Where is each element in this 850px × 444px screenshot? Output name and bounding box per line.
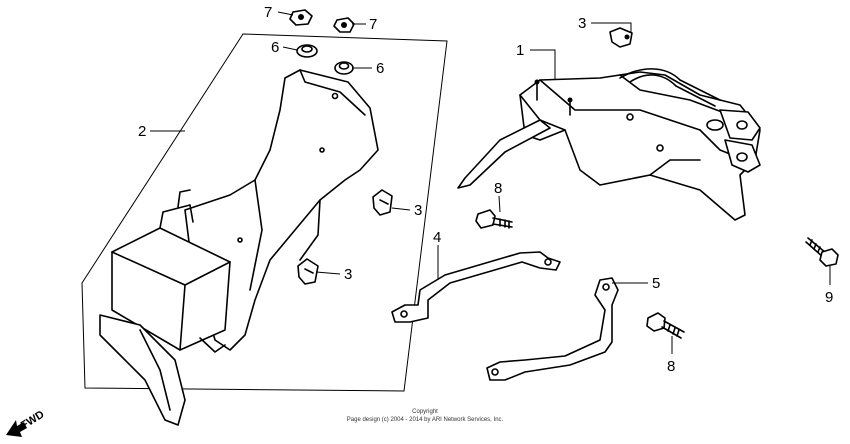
fwd-label: FWD [19, 408, 47, 431]
bolt-8-upper[interactable] [475, 209, 513, 229]
clip-3-top[interactable] [609, 27, 633, 48]
callout-6-left: 6 [271, 39, 279, 56]
fwd-indicator: FWD [6, 408, 46, 437]
copyright-line-1: Copyright [412, 409, 438, 415]
grommet-6-right[interactable] [334, 61, 354, 75]
callout-3-mid: 3 [414, 202, 422, 219]
callout-labels: 7 7 6 6 2 3 3 3 1 8 4 5 8 9 [138, 4, 833, 375]
callout-7-left: 7 [264, 4, 272, 21]
stay-bracket-4[interactable] [391, 251, 561, 323]
rear-fender-bracket[interactable] [457, 68, 761, 221]
nut-7-left[interactable] [289, 9, 313, 26]
callout-8-lower: 8 [667, 358, 675, 375]
callout-2: 2 [138, 123, 146, 140]
callout-7-right: 7 [369, 16, 377, 33]
fwd-arrow-icon [6, 420, 27, 437]
copyright-notice: Copyright Page design (c) 2004 - 2014 by… [347, 409, 504, 423]
callout-5: 5 [652, 275, 660, 292]
inner-rear-fender[interactable] [99, 69, 379, 426]
stay-bracket-5[interactable] [486, 277, 619, 381]
callout-3-low: 3 [344, 266, 352, 283]
callout-6-right: 6 [376, 60, 384, 77]
leader-lines [150, 11, 831, 354]
callout-9: 9 [825, 289, 833, 306]
fender-group-outline [81, 33, 448, 392]
clip-3-lower[interactable] [297, 258, 319, 285]
copyright-line-2: Page design (c) 2004 - 2014 by ARI Netwo… [347, 417, 504, 423]
grommet-6-left[interactable] [296, 44, 318, 58]
bolt-8-lower[interactable] [646, 312, 685, 339]
bolt-9[interactable] [805, 237, 839, 267]
callout-8-upper: 8 [494, 180, 502, 197]
nut-7-right[interactable] [333, 17, 355, 33]
callout-3-top: 3 [578, 15, 586, 32]
callout-4: 4 [433, 229, 441, 246]
callout-1: 1 [516, 42, 524, 59]
clip-3-upper[interactable] [372, 189, 393, 216]
